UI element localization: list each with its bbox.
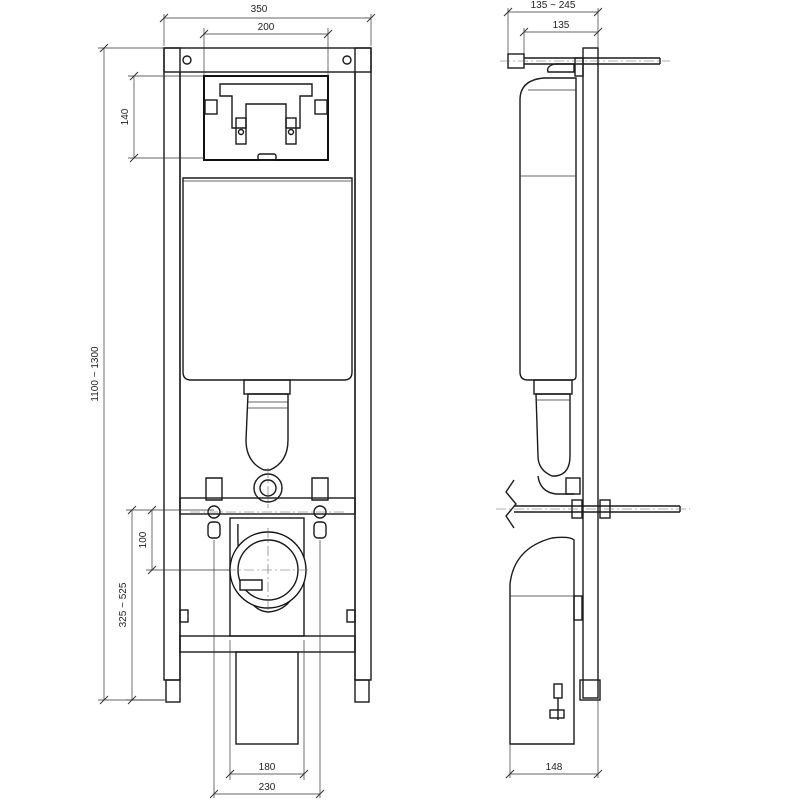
drain-bend bbox=[226, 517, 310, 637]
side-flush-pipe bbox=[533, 379, 581, 495]
side-frame-post bbox=[574, 47, 601, 701]
dim-label-outlet-height: 325 ~ 525 bbox=[118, 582, 129, 627]
side-view: 135 ~ 245 135 148 bbox=[496, 0, 690, 779]
dim-label-overall-height: 1100 ~ 1300 bbox=[90, 346, 101, 402]
side-cistern bbox=[519, 63, 577, 381]
dim-label-depth-min: 135 bbox=[553, 20, 570, 31]
front-view: 350 200 140 1100 ~ 1300 100 325 ~ 525 18… bbox=[90, 4, 376, 799]
flush-pipe bbox=[243, 379, 291, 508]
dim-label-pipe-inner-width: 180 bbox=[259, 762, 276, 773]
front-dimensions bbox=[98, 13, 376, 799]
mounting-crossbar bbox=[179, 477, 356, 539]
side-foot-adjuster bbox=[549, 683, 565, 720]
side-dimension-labels: 135 ~ 245 135 148 bbox=[531, 0, 576, 773]
dim-label-bottom-depth: 148 bbox=[546, 762, 563, 773]
top-anchor-rod bbox=[500, 53, 670, 69]
side-dimensions bbox=[503, 7, 603, 779]
front-dimension-labels: 350 200 140 1100 ~ 1300 100 325 ~ 525 18… bbox=[90, 4, 276, 793]
side-drain-bend bbox=[509, 536, 583, 745]
dim-label-frame-width: 350 bbox=[251, 4, 268, 15]
flush-plate-opening bbox=[203, 75, 329, 161]
dim-label-plate-width: 200 bbox=[258, 22, 275, 33]
cistern bbox=[182, 177, 353, 381]
dim-label-plate-height: 140 bbox=[120, 108, 131, 125]
dim-label-depth-range: 135 ~ 245 bbox=[531, 0, 576, 11]
dim-label-pipe-outer-width: 230 bbox=[259, 782, 276, 793]
lower-anchor-rod bbox=[496, 479, 690, 529]
dim-label-bracket-offset: 100 bbox=[138, 531, 149, 548]
lower-frame bbox=[165, 609, 370, 745]
